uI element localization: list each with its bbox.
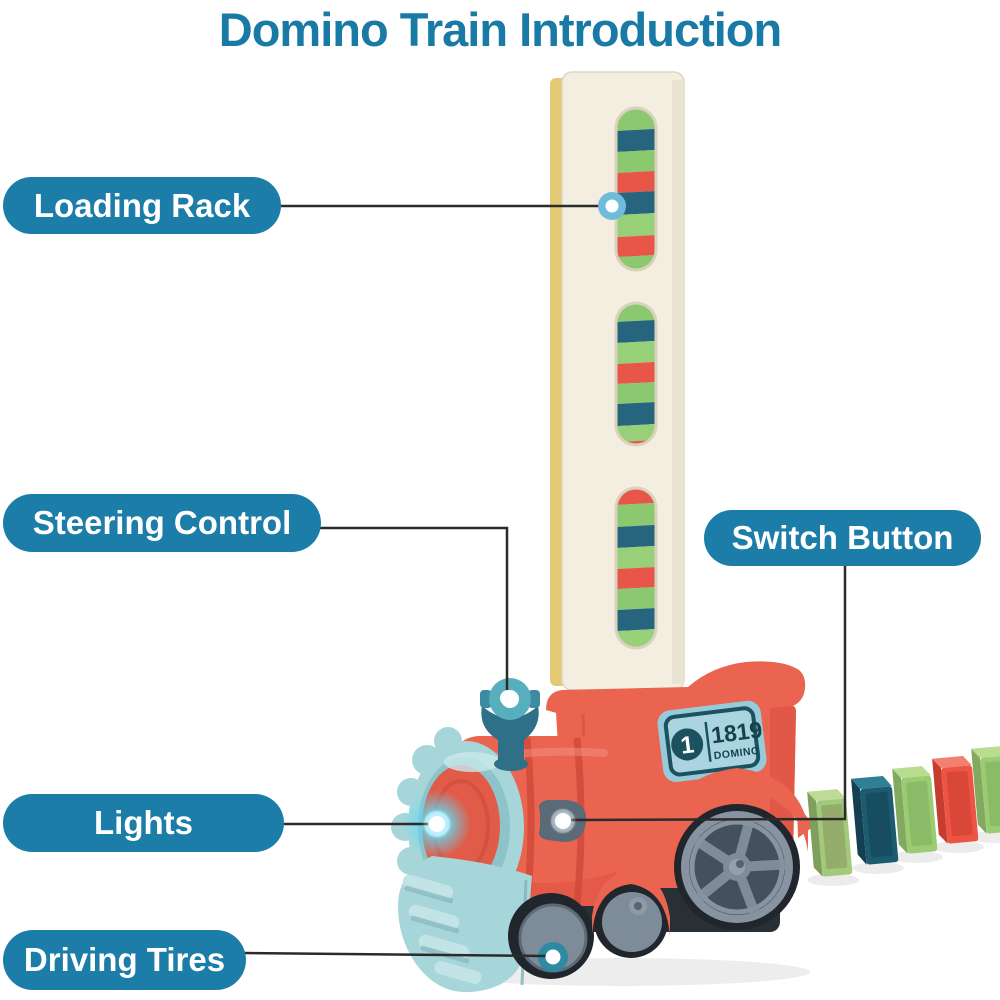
label-driving-tires: Driving Tires — [3, 930, 246, 990]
label-loading-rack: Loading Rack — [3, 177, 281, 234]
domino-red — [932, 756, 979, 844]
rear-fender — [668, 768, 808, 852]
callout-markers — [421, 192, 626, 965]
loading-rack-column — [550, 71, 685, 691]
callout-dot-lights — [421, 808, 453, 840]
callout-dot-driving-tires — [545, 949, 561, 965]
rear-wheel — [674, 804, 800, 930]
badge-number-1: 1 — [679, 731, 696, 759]
label-switch-button: Switch Button — [704, 510, 981, 566]
cab-roof — [546, 661, 806, 714]
steering-knob — [480, 678, 540, 771]
domino-teal — [851, 775, 899, 865]
callout-dot-loading-rack — [598, 192, 626, 220]
callout-lines — [243, 204, 847, 958]
callout-dot-steering-control — [500, 690, 516, 706]
badge-1819-text: 1819 — [710, 716, 764, 748]
domino-green-2 — [892, 766, 938, 854]
train-body: 1 1819 DOMINO — [391, 661, 814, 993]
middle-wheel — [594, 884, 668, 958]
callout-line-driving-tires — [243, 951, 547, 958]
callout-line-steering-control — [319, 526, 509, 691]
page-title: Domino Train Introduction — [218, 3, 782, 56]
callout-dot-switch-button — [549, 807, 577, 835]
front-wheel — [508, 893, 594, 979]
label-steering-control: Steering Control — [3, 494, 321, 552]
callout-line-switch-button — [570, 566, 847, 822]
middle-fender — [592, 870, 670, 936]
badge-1819: 1 1819 DOMINO — [657, 700, 767, 782]
badge-domino-text: DOMINO — [713, 745, 760, 763]
domino-row — [807, 746, 1000, 877]
domino-green-3 — [971, 746, 1000, 834]
cowcatcher — [398, 856, 532, 993]
label-lights: Lights — [3, 794, 284, 852]
